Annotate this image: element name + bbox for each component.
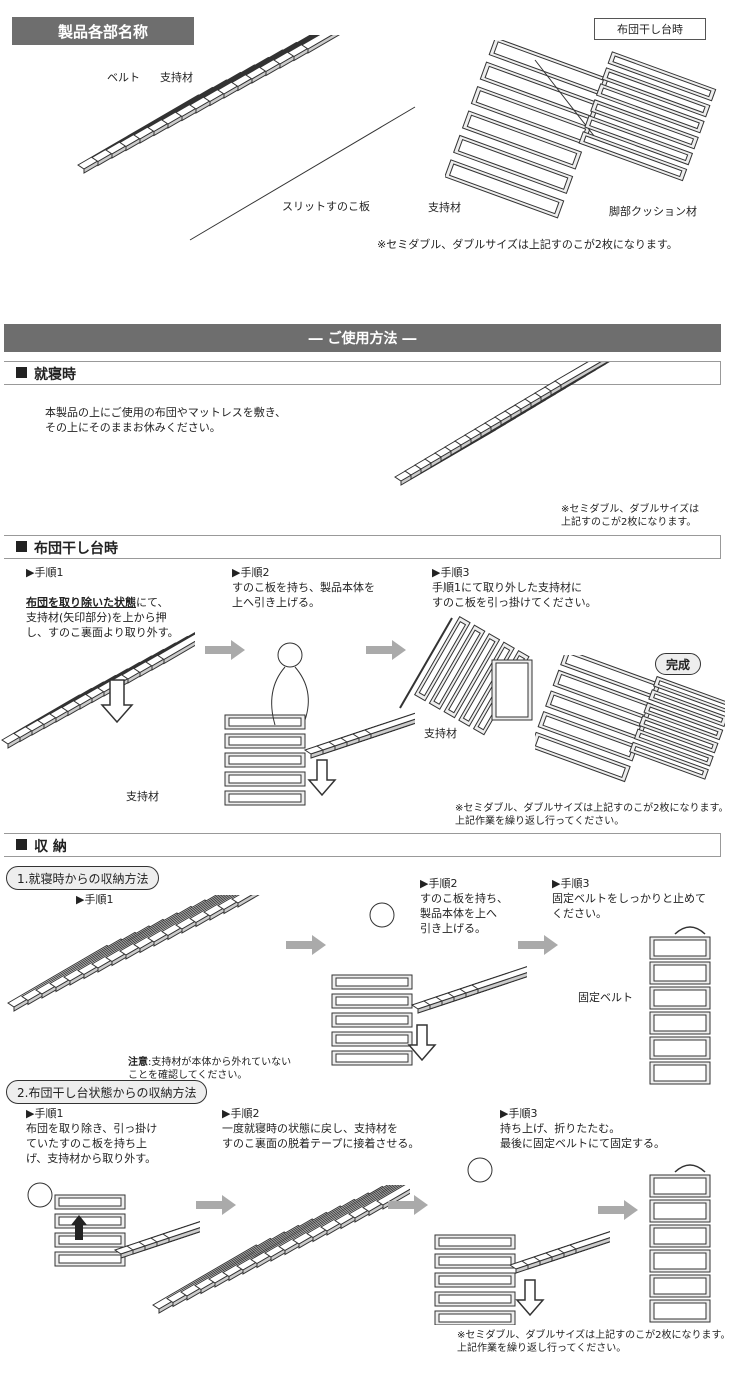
- sleep-storage-step2-text: すのこ板を持ち、 製品本体を上へ 引き上げる。: [420, 892, 508, 935]
- label-support: 支持材: [160, 71, 193, 84]
- sleep-storage-step3-title: ▶手順3: [552, 877, 590, 890]
- sleep-storage-caution: 注意:支持材が本体から外れていない ことを確認してください。: [128, 1043, 308, 1082]
- complete-label: 完成: [666, 657, 691, 672]
- parts-title: 製品各部名称: [57, 22, 148, 41]
- dry-step1-bold: 布団を取り除いた状態: [26, 596, 136, 609]
- arrow-right-icon: [196, 1195, 236, 1215]
- dry-storage-step2-title: ▶手順2: [222, 1107, 260, 1120]
- dry-step2-title: ▶手順2: [232, 566, 270, 579]
- from-dry-title: 2.布団干し台状態からの収納方法: [17, 1085, 197, 1100]
- label-cushion: 脚部クッション材: [609, 205, 697, 218]
- label-support-2: 支持材: [428, 201, 461, 214]
- parts-title-bar: 製品各部名称: [12, 17, 194, 45]
- dry-note: ※セミダブル、ダブルサイズは上記すのこが2枚になります。 上記作業を繰り返し行っ…: [455, 803, 729, 827]
- arrow-right-icon: [388, 1195, 428, 1215]
- sleep-note: ※セミダブル、ダブルサイズは 上記すのこが2枚になります。: [561, 504, 700, 528]
- heading-square-icon: [16, 367, 27, 378]
- dry-step1-body: にて、 支持材(矢印部分)を上から押 し、すのこ裏面より取り外す。: [26, 596, 179, 639]
- fixing-belt-label: 固定ベルト: [578, 991, 633, 1004]
- label-slit: スリットすのこ板: [282, 200, 370, 213]
- sleep-storage-step3-text: 固定ベルトをしっかりと止めて ください。: [552, 892, 706, 920]
- dry-step3-title: ▶手順3: [432, 566, 470, 579]
- arrow-right-icon: [286, 935, 326, 955]
- sleep-heading: 就寝時: [34, 367, 76, 383]
- arrow-right-icon: [366, 640, 406, 660]
- dry-step2-text: すのこ板を持ち、製品本体を 上へ引き上げる。: [232, 581, 375, 609]
- dry-storage-step3-title: ▶手順3: [500, 1107, 538, 1120]
- dry-storage-step1-illustration: [27, 1182, 200, 1267]
- dry-step1-label: 支持材: [126, 790, 159, 803]
- arrow-right-icon: [205, 640, 245, 660]
- dry-step3-text: 手順1にて取り外した支持材に すのこ板を引っ掛けてください。: [432, 581, 597, 609]
- parts-note: ※セミダブル、ダブルサイズは上記すのこが2枚になります。: [377, 238, 678, 251]
- dry-step1-text: 布団を取り除いた状態にて、 支持材(矢印部分)を上から押 し、すのこ裏面より取り…: [26, 580, 196, 640]
- sleep-storage-step1-illustration: [7, 895, 260, 1012]
- dry-step3-illustration: [399, 616, 533, 736]
- dry-storage-note: ※セミダブル、ダブルサイズは上記すのこが2枚になります。 上記作業を繰り返し行っ…: [457, 1330, 731, 1354]
- sleep-board-illustration: [394, 362, 610, 486]
- sleep-storage-step2-illustration: [331, 902, 527, 1066]
- from-sleep-pill: 1.就寝時からの収納方法: [6, 866, 160, 890]
- heading-square-icon: [16, 541, 27, 552]
- from-dry-pill: 2.布団干し台状態からの収納方法: [6, 1080, 208, 1104]
- futon-dry-stand-illustration: [445, 40, 717, 219]
- arrow-right-icon: [598, 1200, 638, 1220]
- dry-step2-illustration: [224, 642, 415, 806]
- sleep-storage-step2-title: ▶手順2: [420, 877, 458, 890]
- sleep-heading-bar: 就寝時: [4, 361, 721, 385]
- dry-step1-title: ▶手順1: [26, 566, 64, 579]
- flat-slatted-board-illustration: [77, 35, 416, 241]
- dry-storage-final-illustration: [649, 1164, 711, 1323]
- from-sleep-title: 1.就寝時からの収納方法: [17, 871, 149, 886]
- dry-complete-illustration: [535, 655, 725, 783]
- label-belt: ベルト: [107, 71, 140, 84]
- sleep-text: 本製品の上にご使用の布団やマットレスを敷き、 その上にそのままお休みください。: [45, 406, 287, 434]
- dry-mode-label: 布団干し台時: [594, 18, 706, 40]
- dry-mode-label-text: 布団干し台時: [617, 23, 683, 36]
- dry-storage-step2-illustration: [152, 1185, 410, 1314]
- complete-badge: 完成: [655, 653, 702, 675]
- dry-heading: 布団干し台時: [34, 541, 118, 557]
- storage-heading: 収 納: [34, 839, 67, 855]
- dry-step3-label: 支持材: [424, 727, 457, 740]
- sleep-storage-step1-title: ▶手順1: [76, 893, 114, 906]
- storage-heading-bar: 収 納: [4, 833, 721, 857]
- dry-storage-step1-title: ▶手順1: [26, 1107, 64, 1120]
- dry-step1-illustration: [1, 631, 195, 749]
- sleep-storage-step3-illustration: [649, 926, 711, 1085]
- caution-bold: 注意: [128, 1057, 148, 1068]
- caution-body: :支持材が本体から外れていない ことを確認してください。: [128, 1057, 292, 1081]
- dry-storage-step3-text: 持ち上げ、折りたたむ。 最後に固定ベルトにて固定する。: [500, 1122, 665, 1150]
- arrow-right-icon: [518, 935, 558, 955]
- dry-heading-bar: 布団干し台時: [4, 535, 721, 559]
- heading-square-icon: [16, 839, 27, 850]
- usage-title: ― ご使用方法 ―: [308, 331, 417, 347]
- dry-storage-step1-text: 布団を取り除き、引っ掛け ていたすのこ板を持ち上 げ、支持材から取り外す。: [26, 1122, 158, 1165]
- dry-storage-step3-illustration: [434, 1157, 610, 1325]
- dry-storage-step2-text: 一度就寝時の状態に戻し、支持材を すのこ裏面の脱着テープに接着させる。: [222, 1122, 420, 1150]
- usage-title-bar: ― ご使用方法 ―: [4, 324, 721, 352]
